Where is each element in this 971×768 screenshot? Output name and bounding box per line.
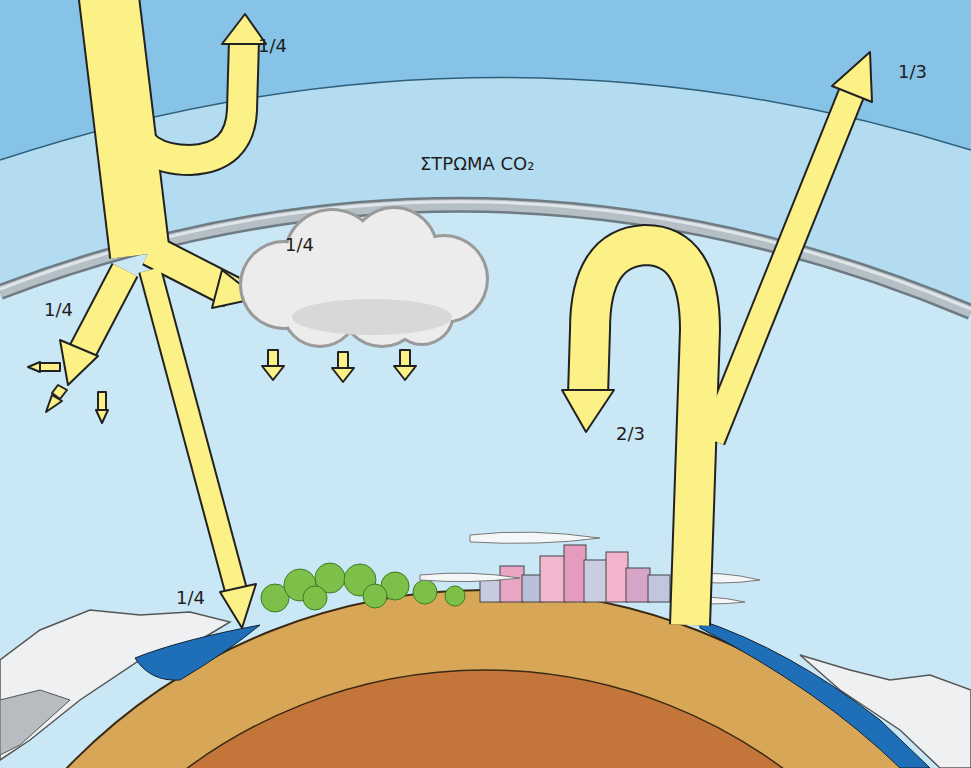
fraction-label: 1/3 — [898, 62, 927, 83]
mountain — [0, 610, 230, 760]
mountain-shadow — [0, 690, 70, 755]
arrow-outlines — [82, 0, 852, 625]
fraction-label: 2/3 — [616, 424, 645, 445]
earth-crust — [0, 590, 971, 768]
lake — [135, 625, 260, 680]
arrowheads — [28, 14, 872, 628]
arrow-fills — [82, 0, 852, 625]
fraction-label: 1/4 — [176, 588, 205, 609]
city — [480, 545, 670, 602]
cloud-outline — [222, 205, 494, 350]
fraction-label: 1/4 — [44, 300, 73, 321]
sea — [700, 620, 930, 768]
fraction-label: 1/4 — [285, 235, 314, 256]
vegetation — [261, 563, 465, 612]
cloud-shape: 1/4 — [222, 205, 494, 350]
layer-label: ΣΤΡΩΜΑ CO₂ — [420, 154, 535, 175]
fraction-label: 1/4 — [258, 36, 287, 57]
